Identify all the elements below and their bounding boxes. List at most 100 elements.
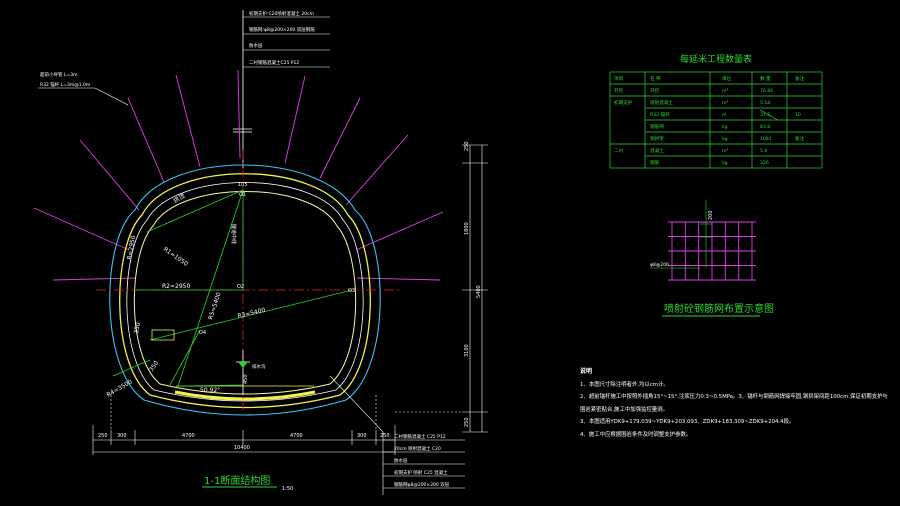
- dim-total: 10400: [234, 445, 250, 451]
- table-cell: kg: [722, 124, 728, 130]
- label-r3: R3=5400: [237, 307, 266, 320]
- dim-w4: 4700: [290, 433, 303, 439]
- top-leader: 初期支护:C20喷射混凝土 20cm 钢筋网:φ8@200×200 双层钢筋 防…: [233, 10, 330, 168]
- dim-h2: 1800: [464, 222, 470, 235]
- label-r5: R5=5400: [207, 291, 222, 320]
- bottom-dim-labels: 250 300 4700 4700 300 250 10400: [98, 433, 390, 451]
- dim-w2: 300: [117, 433, 127, 439]
- left-callout-2: R32 锚杆 L=3m@1.0m: [40, 81, 90, 88]
- point-o1: O1: [239, 192, 246, 198]
- note-1: 1、本图尺寸除注明者外,均以cm计。: [580, 381, 669, 388]
- thickness-2: 350: [148, 360, 160, 374]
- table-cell: 二衬: [614, 147, 624, 154]
- table-header-cell: 项目: [614, 76, 623, 82]
- dim-htotal: 5400: [476, 285, 482, 298]
- section-title-group: 1-1断面结构图 1:50: [202, 474, 293, 492]
- point-o3: O3: [348, 288, 355, 294]
- dim-w1: 250: [98, 433, 108, 439]
- table-header-cell: 数 量: [760, 75, 771, 82]
- table-cell: R32 锚杆: [650, 111, 670, 118]
- notes-title: 说明: [580, 368, 593, 375]
- dim-h3: 3100: [464, 344, 470, 357]
- invert: [174, 390, 316, 401]
- table-cell: 5.18: [760, 100, 770, 106]
- table-cell: 初期支护: [614, 99, 633, 106]
- bottom-legend-1: 二衬钢筋混凝土 C25 P12: [394, 433, 446, 440]
- mesh-dim: 200: [708, 210, 714, 220]
- table-cell: 76.86: [760, 88, 773, 94]
- dim-w6: 250: [380, 433, 390, 439]
- table-cell: 1081: [760, 136, 772, 142]
- table-cell: 喷射混凝土: [650, 99, 673, 106]
- table-cell: 10: [795, 112, 801, 118]
- right-dim-labels: 250 1800 3100 250 5400: [464, 141, 482, 427]
- dim-h1: 250: [464, 141, 470, 151]
- table-cell: m³: [722, 88, 728, 94]
- table-cell: 37.5: [760, 112, 770, 118]
- table-header-cell: 单位: [722, 75, 732, 82]
- inner-contour: [133, 191, 357, 395]
- initial-support-outer: [109, 164, 381, 416]
- table-cell: m: [722, 113, 727, 118]
- label-rc: R=2950: [126, 235, 137, 260]
- mesh-title: 喷射砼钢筋网布置示意图: [664, 302, 774, 315]
- table-cell: 钢筋网: [650, 123, 664, 130]
- table-cell: 开挖: [650, 87, 660, 94]
- table-cell: 开挖: [614, 87, 624, 94]
- table-cell: m³: [722, 100, 728, 106]
- table-cell: 钢拱架: [650, 135, 664, 142]
- dim-w5: 300: [357, 433, 367, 439]
- angle-label: 50.92°: [200, 387, 220, 394]
- mesh-diagram: 200 φ8@200 喷射砼钢筋网布置示意图: [650, 200, 774, 317]
- dim-w3: 4700: [182, 433, 195, 439]
- center-label: 隧道中线: [230, 224, 237, 244]
- mesh-label: φ8@200: [650, 262, 669, 268]
- top-legend-1: 初期支护:C20喷射混凝土 20cm: [249, 10, 314, 17]
- table-cell: kg: [722, 136, 728, 142]
- table-header-cell: 备注: [795, 75, 805, 82]
- table-title: 每延米工程数量表: [680, 53, 752, 65]
- notes: 说明 1、本图尺寸除注明者外,均以cm计。 2、超前锚杆施工中按照外插角15°~…: [580, 366, 890, 442]
- height-mark-2: 450: [243, 374, 249, 384]
- table-cell: m³: [722, 148, 728, 154]
- left-callout: 超前小导管 L=3m R32 锚杆 L=3m@1.0m: [38, 71, 129, 106]
- secondary-lining-outer: [126, 182, 364, 402]
- point-o4: O4: [199, 330, 206, 336]
- table-cell: 83.8: [760, 124, 770, 130]
- anchor-bolts: [33, 69, 444, 281]
- waterproof-layer: [119, 173, 371, 409]
- mesh-grid: [668, 221, 756, 281]
- label-r1: R1=1050: [162, 246, 189, 268]
- table-cell: 326: [760, 160, 769, 166]
- radius-lines: [112, 189, 353, 395]
- table-cell: 钢筋: [650, 159, 660, 166]
- bottom-legend: 二衬钢筋混凝土 C25 P12 20cm 喷射混凝土 C20 防水层 初期支护 …: [329, 375, 465, 495]
- section-title: 1-1断面结构图: [204, 474, 270, 487]
- note-2: 2、超前锚杆施工中按照外插角15°~15°,注浆压力0.3~0.5MPa。3、锚…: [580, 394, 888, 413]
- drain-label: 排水沟: [252, 363, 266, 370]
- top-legend-4: 二衬钢筋混凝土C25 P12: [249, 59, 299, 66]
- right-dimension: [395, 144, 488, 433]
- label-r4: R4=3500: [106, 378, 134, 398]
- top-legend-3: 防水层: [249, 42, 263, 49]
- thickness-1: 350: [133, 322, 142, 335]
- left-callout-1: 超前小导管 L=3m: [40, 71, 77, 78]
- height-mark-1: 105: [238, 182, 248, 188]
- bottom-legend-4: 初期支护 喷射 C25 混凝土: [394, 469, 448, 476]
- note-3: 3、本图适用YDK9+179.039~YDK9+203.093、ZDK9+183…: [580, 419, 795, 426]
- bottom-legend-2: 20cm 喷射混凝土 C20: [394, 445, 441, 452]
- dim-h4: 250: [464, 417, 470, 427]
- table-cell: 混凝土: [650, 147, 664, 154]
- label-r2: R2=2950: [162, 283, 190, 290]
- tunnel-rings: [109, 164, 381, 416]
- section-scale: 1:50: [282, 486, 293, 492]
- top-legend-2: 钢筋网:φ8@200×200 双层钢筋: [249, 26, 315, 33]
- crown-label: 拱顶: [172, 192, 186, 205]
- table-header-cell: 名 称: [650, 75, 661, 82]
- table-cell: kg: [722, 160, 728, 166]
- table-cell: 5.6: [760, 148, 767, 154]
- note-4: 4、施工中应根据围岩条件及时调整支护参数。: [580, 431, 692, 438]
